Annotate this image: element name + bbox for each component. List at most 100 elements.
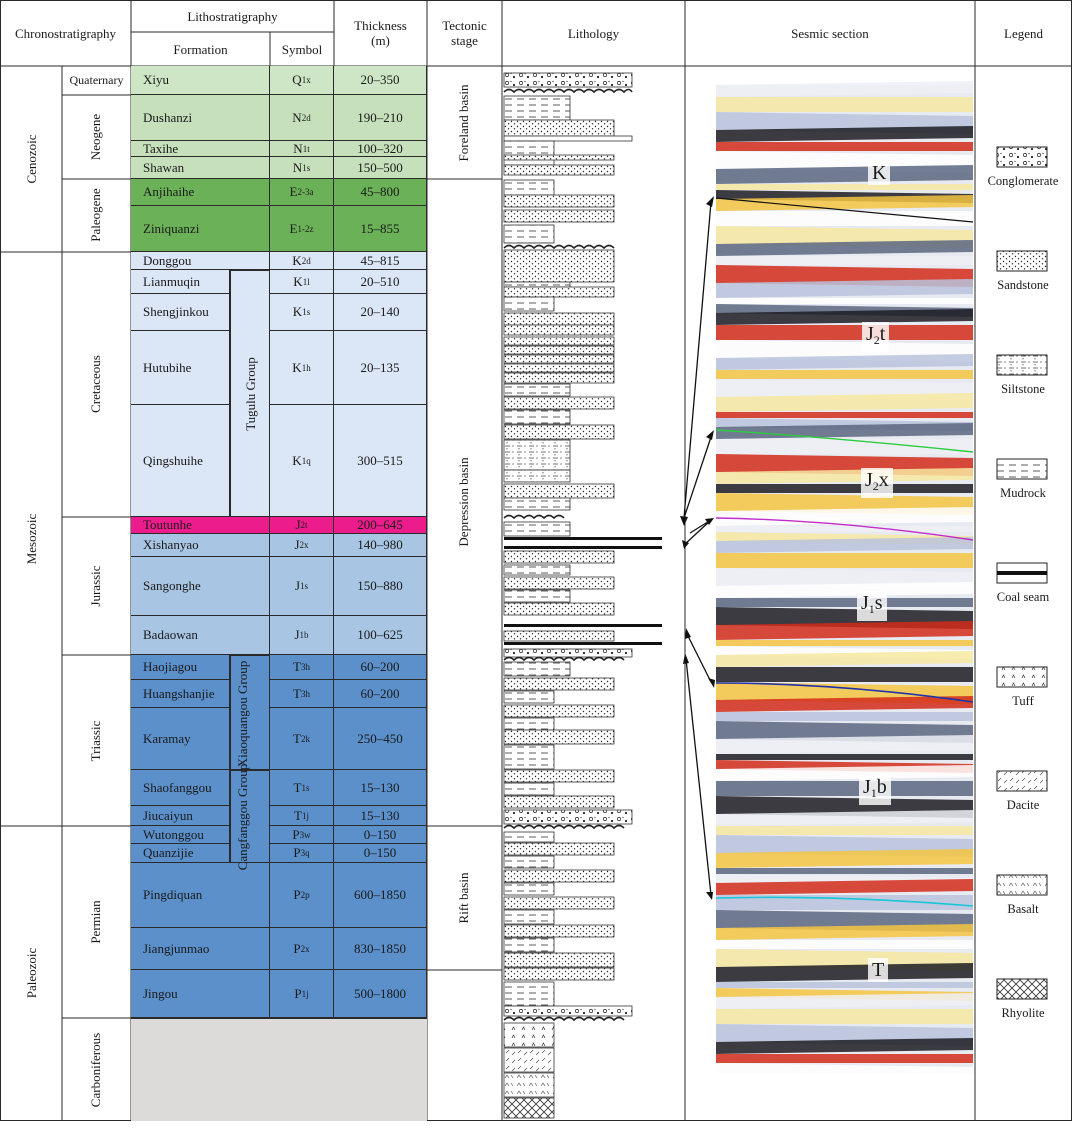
seismic-reflector-band [716,553,973,568]
seismic-reflector-band [716,298,973,304]
legend-tuff: Tuff [1012,694,1034,708]
formation-name: Donggou [131,252,270,270]
header-tectonic-line1: Tectonic [442,18,487,33]
period-triassic: Triassic [88,720,103,762]
seismic-reflector-band [716,195,973,211]
symbol-letter: E [289,184,298,199]
symbol-subscript: 3h [300,662,310,672]
seismic-label-k: K [868,161,891,185]
tectonic-depression-basin: Depression basin [456,457,471,547]
period-jurassic: Jurassic [88,565,103,607]
header-tectonic-stage: Tectonic stage [427,0,502,66]
formation-name: Karamay [131,708,230,770]
formation-thickness: 300–515 [334,405,427,517]
seismic-reflector-band [716,582,973,598]
symbol-letter: E [289,220,298,236]
period-paleogene: Paleogene [88,188,103,242]
era-mesozoic: Mesozoic [24,513,39,565]
symbol-letter: K [293,273,303,289]
seismic-reflector-band [716,126,973,142]
seismic-label-j1s: J1s [857,591,887,621]
symbol-subscript: 1s [300,581,309,591]
seismic-reflector-band [716,879,973,895]
formation-thickness: 0–150 [334,844,427,863]
group-cangfanggou-label: Cangfanggou Group [235,763,250,871]
formation-thickness: 15–130 [334,806,427,826]
symbol-subscript: 2x [300,943,310,954]
period-quaternary: Quaternary [69,73,124,87]
formation-thickness: 20–510 [334,270,427,294]
formation-name: Wutonggou [131,826,230,844]
formation-thickness: 20–350 [334,66,427,95]
seismic-reflector-band [716,354,973,370]
symbol-letter: J [294,537,300,552]
formation-thickness: 250–450 [334,708,427,770]
formation-thickness: 20–140 [334,294,427,331]
symbol-letter: N [292,159,303,175]
symbol-subscript: 1-2z [297,223,314,234]
symbol-subscript: 1s [302,162,311,173]
seismic-reflector-band [716,468,973,484]
formation-name: Jiucaiyun [131,806,230,826]
seismic-reflector-band [716,1009,973,1024]
era-paleozoic: Paleozoic [24,947,39,999]
seismic-reflector-band [716,526,973,532]
symbol-letter: J [294,627,300,642]
seismic-label-t: T [868,958,889,982]
formation-thickness: 200–645 [334,517,427,534]
seismic-reflector-band [716,651,973,667]
seismic-reflector-band [716,810,973,826]
seismic-label-j2x: J2x [861,468,893,498]
symbol-letter: K [292,304,303,319]
seismic-reflector-band [716,826,973,835]
seismic-reflector-band [716,940,973,949]
formation-thickness: 45–800 [334,179,427,206]
header-chronostratigraphy: Chronostratigraphy [14,25,117,41]
formation-name: Anjihaihe [131,179,270,206]
symbol-subscript: 1s [301,782,310,793]
seismic-reflector-band [716,507,973,526]
symbol-letter: N [292,109,302,125]
seismic-reflector-band [716,256,973,265]
formation-name: Quanzijie [131,844,230,863]
seismic-reflector-band [716,165,973,184]
seismic-reflector-band [716,621,973,640]
formation-name: Qingshuihe [131,405,230,517]
legend-swatches [996,146,1048,1000]
formation-thickness: 45–815 [334,252,427,270]
symbol-letter: J [294,578,301,593]
tectonic-foreland-basin: Foreland basin [456,84,471,162]
legend-mudrock: Mudrock [1000,486,1046,500]
seismic-reflector-band [716,184,973,190]
seismic-reflector-band [716,240,973,256]
group-tugulu-label: Tugulu Group [243,357,258,431]
symbol-letter: J [295,517,301,532]
seismic-reflector-band [716,754,973,760]
seismic-reflector-band [716,211,973,226]
formation-thickness: 60–200 [334,680,427,708]
seismic-reflector-band [716,712,973,721]
seismic-reflector-band [716,325,973,340]
era-cenozoic: Cenozoic [24,134,39,184]
symbol-letter: T [293,659,301,674]
seismic-reflector-band [716,963,973,982]
legend-dacite: Dacite [1006,798,1040,812]
formation-name: Sangonghe [131,557,270,616]
symbol-subscript: 2d [301,255,311,266]
seismic-section [680,81,974,1085]
symbol-subscript: 1j [301,988,309,999]
formation-thickness: 190–210 [334,95,427,141]
symbol-subscript: 1h [301,362,311,373]
seismic-reflector-band [716,393,973,412]
formation-thickness: 150–880 [334,557,427,616]
symbol-letter: Q [292,72,302,87]
